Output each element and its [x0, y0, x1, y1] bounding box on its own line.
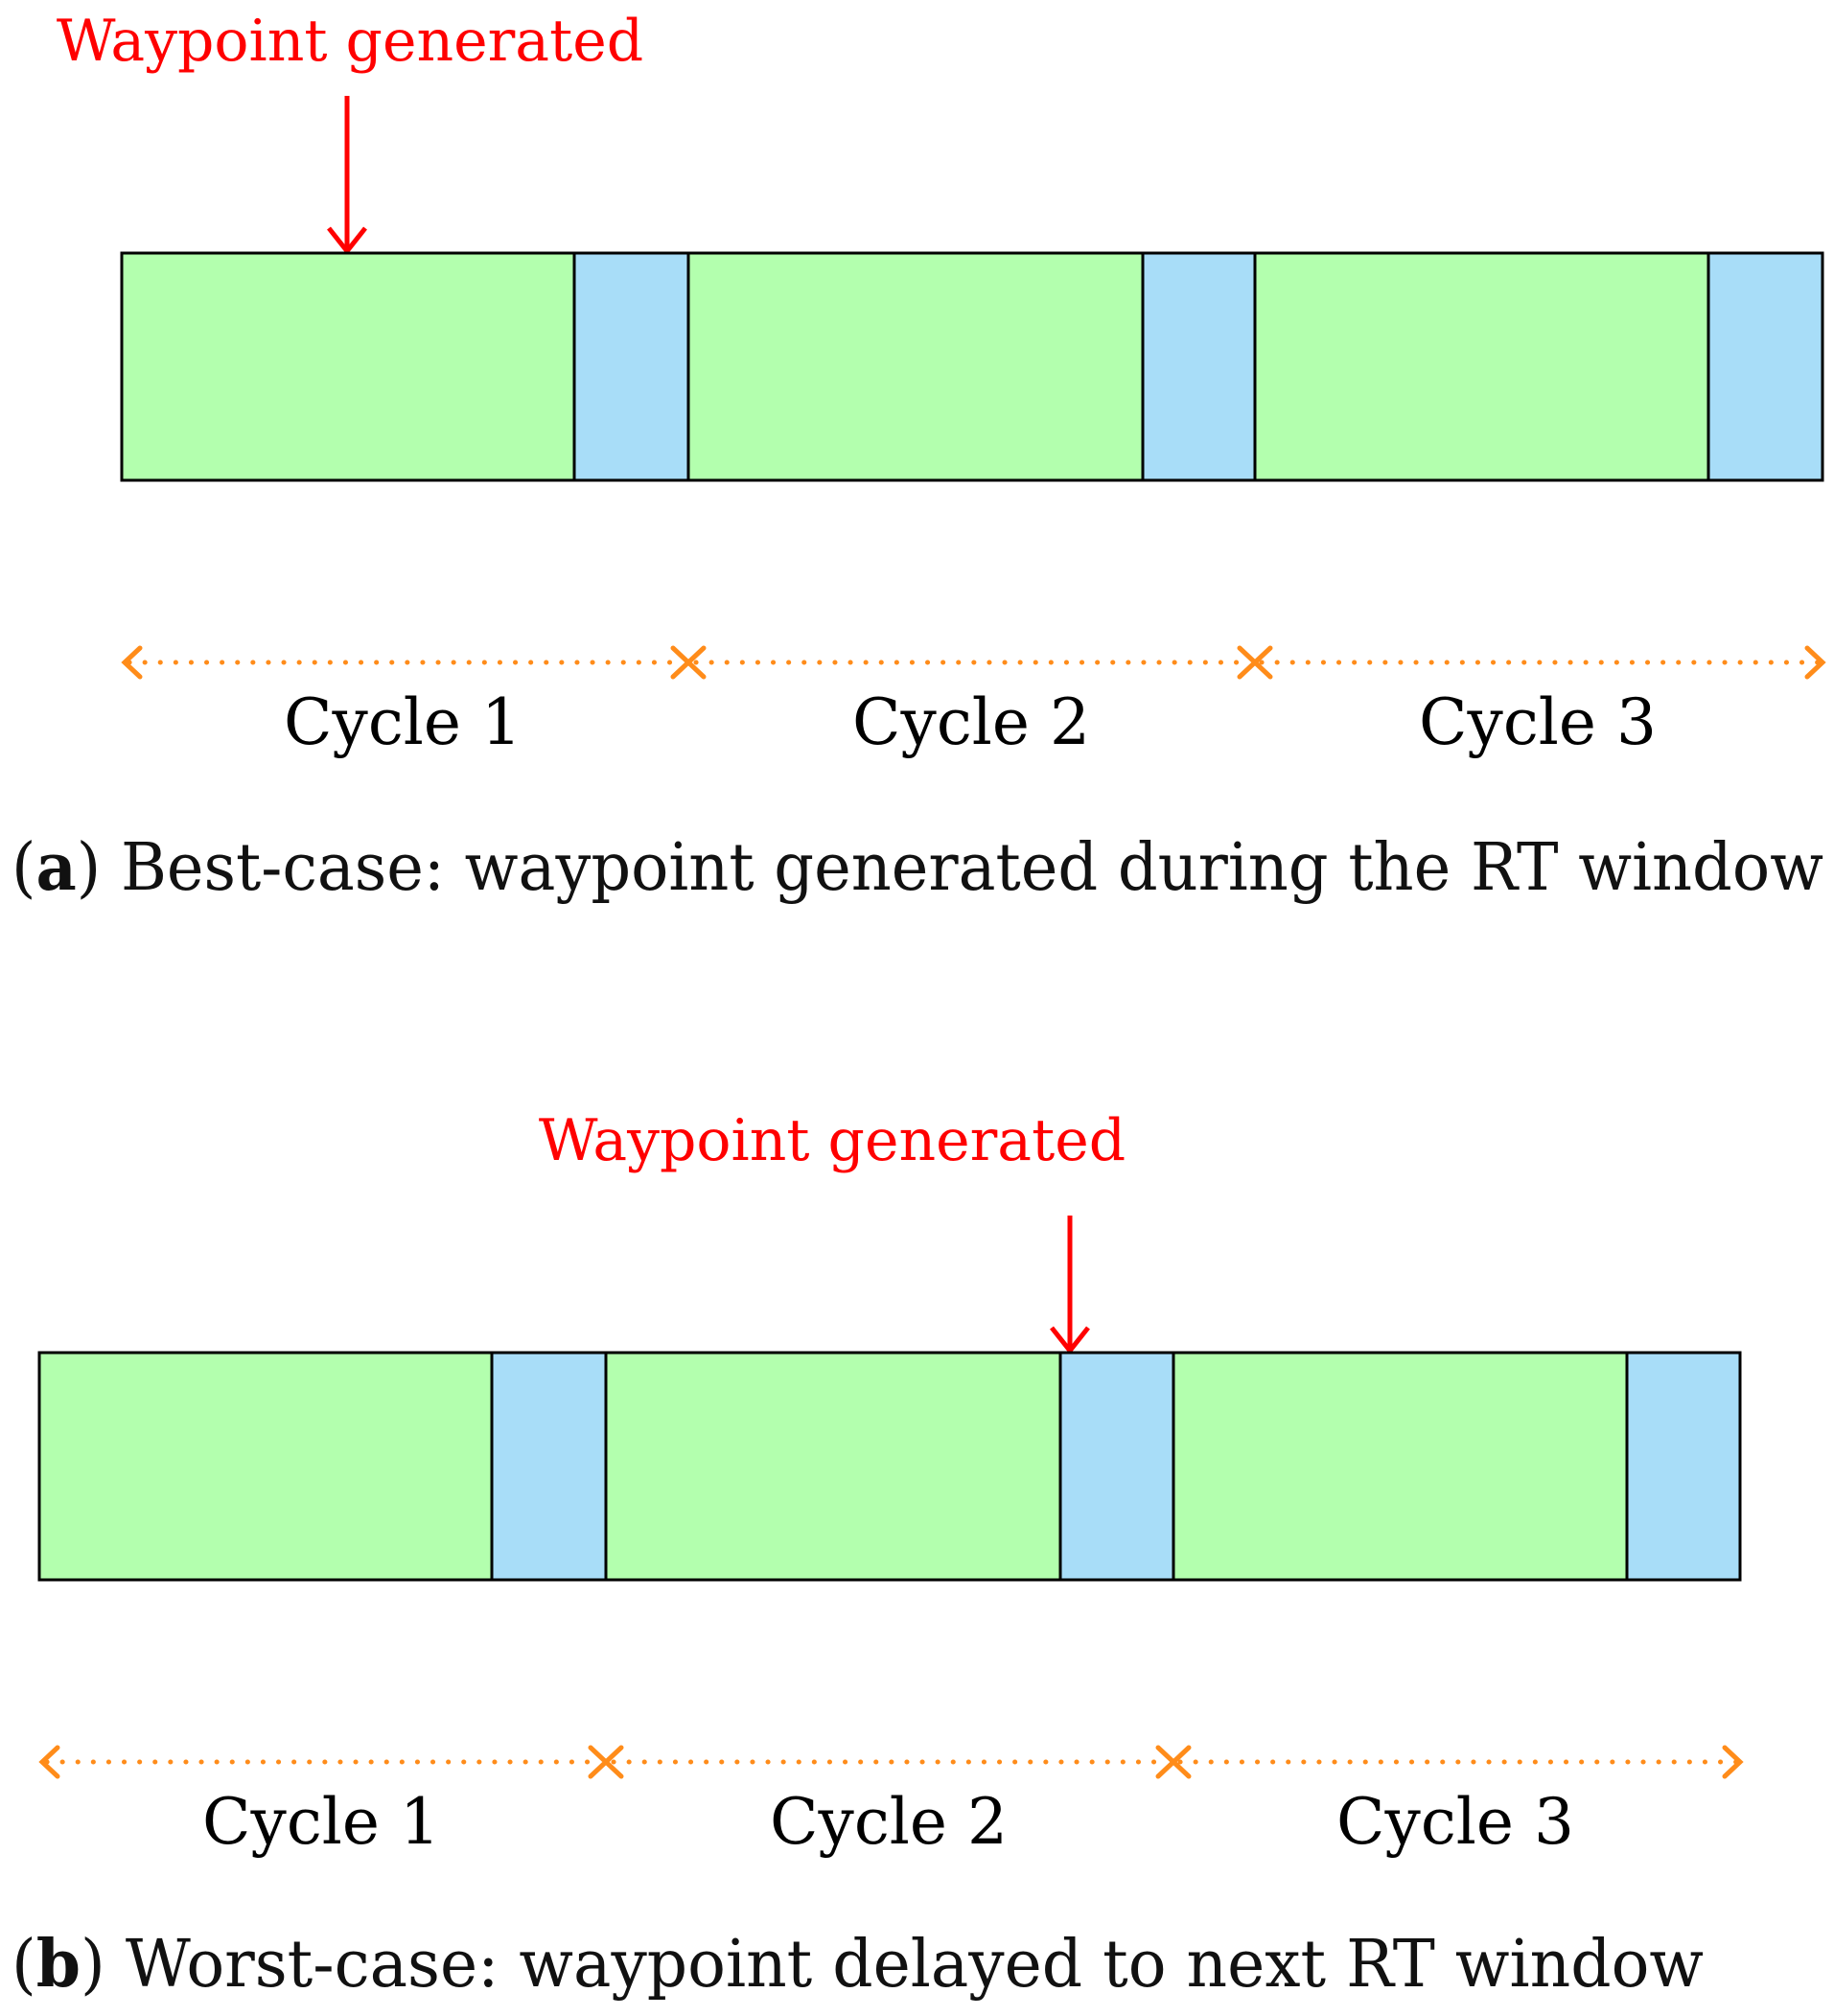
- compute-segment: [604, 1351, 1062, 1582]
- cycle-arrows: [121, 645, 1826, 680]
- caption-open-paren: (: [12, 1927, 36, 2003]
- cycle-label-3: Cycle 3: [1419, 685, 1657, 759]
- rt-window-segment: [1625, 1351, 1742, 1582]
- compute-segment: [120, 251, 576, 482]
- compute-segment: [1253, 251, 1710, 482]
- compute-segment: [686, 251, 1145, 482]
- caption-letter: b: [36, 1926, 81, 2003]
- caption-text: Best-case: waypoint generated during the…: [101, 830, 1823, 906]
- rt-window-segment: [1706, 251, 1824, 482]
- rt-window-segment: [1058, 1351, 1175, 1582]
- waypoint-label: Waypoint generated: [539, 1107, 1126, 1174]
- cycle-label-3: Cycle 3: [1336, 1785, 1574, 1859]
- caption-a: (a) Best-case: waypoint generated during…: [12, 829, 1823, 906]
- panel-b: Waypoint generated Cycle 1 Cycle 2 C: [12, 1107, 1744, 2003]
- rt-window-segment: [1141, 251, 1257, 482]
- caption-b: (b) Worst-case: waypoint delayed to next…: [12, 1926, 1704, 2003]
- caption-letter: a: [35, 829, 76, 906]
- caption-close-paren: ): [81, 1927, 105, 2003]
- cycle-label-1: Cycle 1: [284, 685, 522, 759]
- rt-window-segment: [572, 251, 690, 482]
- caption-open-paren: (: [12, 830, 35, 906]
- cycle-label-1: Cycle 1: [202, 1785, 440, 1859]
- waypoint-label: Waypoint generated: [57, 8, 643, 75]
- waypoint-arrow: [327, 96, 367, 256]
- cycle-label-2: Cycle 2: [852, 685, 1090, 759]
- caption-text: Worst-case: waypoint delayed to next RT …: [105, 1927, 1704, 2003]
- timeline-bar: [120, 251, 1824, 482]
- timeline-bar: [37, 1351, 1742, 1582]
- compute-segment: [1172, 1351, 1629, 1582]
- caption-close-paren: ): [77, 830, 101, 906]
- cycle-label-2: Cycle 2: [770, 1785, 1008, 1859]
- waypoint-arrow: [1050, 1216, 1090, 1356]
- cycle-arrows: [38, 1745, 1744, 1779]
- panel-a: Waypoint generated Cycle 1 Cycle 2 C: [12, 8, 1826, 906]
- compute-segment: [37, 1351, 494, 1582]
- rt-window-segment: [490, 1351, 608, 1582]
